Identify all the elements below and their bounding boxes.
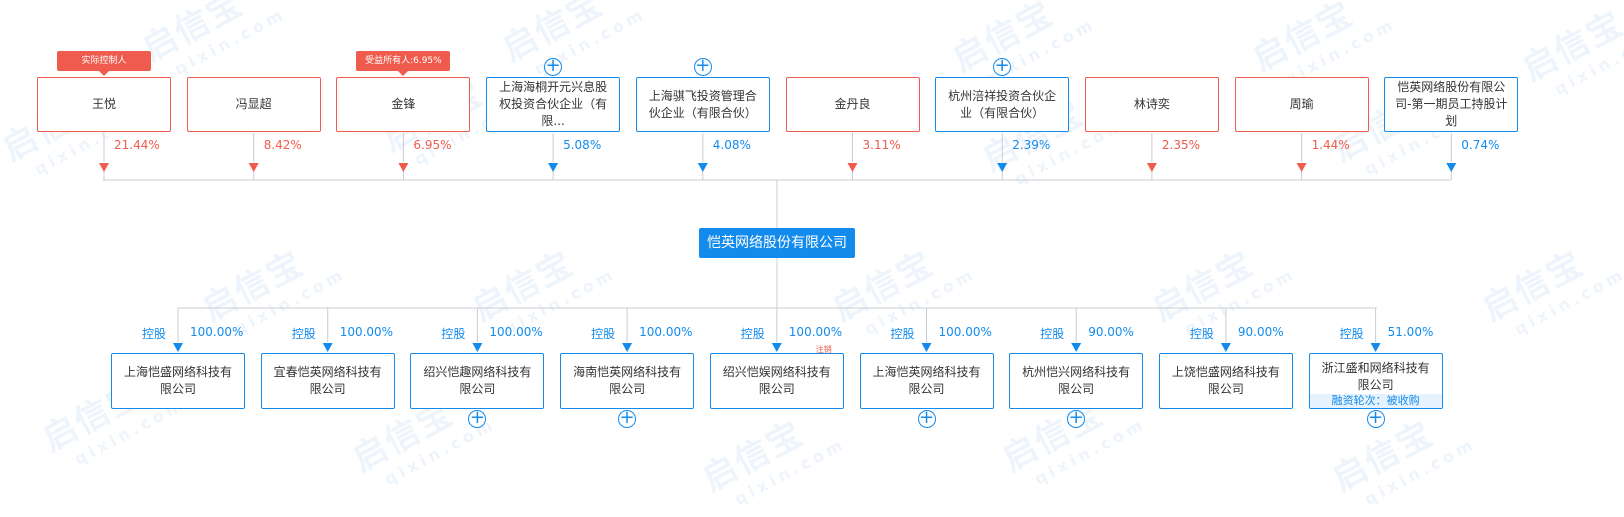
arrow-down-icon xyxy=(622,343,633,352)
subsidiary-percent: 90.00% xyxy=(1237,325,1284,339)
shareholder-tag: 实际控制人 xyxy=(57,51,151,76)
shareholding-percent: 4.08% xyxy=(712,138,751,152)
shareholder-node[interactable]: 金锋 xyxy=(336,77,471,132)
shareholder-name: 恺英网络股份有限公司-第一期员工持股计划 xyxy=(1395,80,1508,128)
subsidiary-percent: 51.00% xyxy=(1387,325,1434,339)
subsidiary-name: 杭州恺兴网络科技有限公司 xyxy=(1022,365,1131,396)
shareholding-percent: 21.44% xyxy=(114,138,160,152)
arrow-down-icon xyxy=(1071,343,1082,352)
holding-label: 控股 xyxy=(740,327,765,341)
shareholding-percent: 3.11% xyxy=(862,138,901,152)
shareholding-percent: 6.95% xyxy=(413,138,452,152)
shareholder-name: 冯显超 xyxy=(235,97,272,111)
subsidiary-percent: 100.00% xyxy=(339,325,394,339)
shareholder-node[interactable]: 王悦 xyxy=(37,77,171,132)
expand-plus-icon[interactable]: + xyxy=(917,407,936,428)
expand-plus-icon[interactable]: + xyxy=(1067,407,1086,428)
expand-plus-icon[interactable]: + xyxy=(693,55,712,76)
arrow-down-icon xyxy=(472,343,483,352)
holding-label: 控股 xyxy=(441,327,466,341)
financing-round-badge: 融资轮次：被收购 xyxy=(1309,394,1442,408)
shareholder-node[interactable]: 林诗奕 xyxy=(1084,77,1219,132)
shareholder-node[interactable]: 恺英网络股份有限公司-第一期员工持股计划 xyxy=(1384,77,1519,132)
expand-plus-icon[interactable]: + xyxy=(618,407,637,428)
holding-label: 控股 xyxy=(291,327,316,341)
shareholder-node[interactable]: 杭州涪祥投资合伙企业（有限合伙） xyxy=(935,77,1070,132)
arrow-down-icon xyxy=(248,163,259,172)
subsidiary-percent: 100.00% xyxy=(938,325,992,339)
subsidiary-percent: 90.00% xyxy=(1088,325,1134,339)
shareholding-percent: 2.39% xyxy=(1012,138,1051,152)
status-badge: 注销 xyxy=(815,345,832,354)
shareholder-name: 周瑜 xyxy=(1289,97,1314,111)
subsidiary-name: 宜春恺英网络科技有限公司 xyxy=(273,365,382,396)
holding-label: 控股 xyxy=(890,327,915,341)
arrow-down-icon xyxy=(1446,163,1457,172)
subsidiary-percent: 100.00% xyxy=(190,325,244,339)
subsidiary-name: 浙江盛和网络科技有限公司 xyxy=(1321,361,1430,392)
subsidiary-node[interactable]: 浙江盛和网络科技有限公司融资轮次：被收购 xyxy=(1308,353,1443,409)
shareholder-name: 王悦 xyxy=(91,97,116,111)
expand-plus-icon[interactable]: + xyxy=(468,407,487,428)
holding-label: 控股 xyxy=(1040,327,1065,341)
subsidiary-node[interactable]: 绍兴恺趣网络科技有限公司 xyxy=(410,353,545,409)
arrow-down-icon xyxy=(1296,163,1307,172)
shareholding-percent: 2.35% xyxy=(1161,138,1201,152)
shareholder-tag: 受益所有人:6.95% xyxy=(356,51,451,76)
shareholder-node[interactable]: 冯显超 xyxy=(186,77,321,132)
shareholder-node[interactable]: 上海骐飞投资管理合伙企业（有限合伙） xyxy=(635,77,770,132)
subsidiary-percent: 100.00% xyxy=(788,325,843,339)
subsidiary-node[interactable]: 绍兴恺娱网络科技有限公司 xyxy=(709,353,844,409)
subsidiary-node[interactable]: 上海恺盛网络科技有限公司 xyxy=(111,353,245,409)
arrow-down-icon xyxy=(697,163,708,172)
subsidiary-node[interactable]: 宜春恺英网络科技有限公司 xyxy=(260,353,395,409)
subsidiary-name: 上海恺盛网络科技有限公司 xyxy=(123,365,232,396)
subsidiary-name: 海南恺英网络科技有限公司 xyxy=(573,365,682,396)
shareholder-name: 金丹良 xyxy=(834,97,871,111)
arrow-down-icon xyxy=(322,343,333,352)
holding-label: 控股 xyxy=(1339,327,1364,341)
shareholder-name: 林诗奕 xyxy=(1133,97,1170,111)
subsidiary-node[interactable]: 上饶恺盛网络科技有限公司 xyxy=(1158,353,1293,409)
holding-label: 控股 xyxy=(142,327,167,341)
subsidiary-node[interactable]: 海南恺英网络科技有限公司 xyxy=(560,353,695,409)
shareholder-name: 上海骐飞投资管理合伙企业（有限合伙） xyxy=(648,88,757,120)
subsidiary-percent: 100.00% xyxy=(639,325,693,339)
shareholder-name: 杭州涪祥投资合伙企业（有限合伙） xyxy=(948,88,1057,120)
holding-label: 控股 xyxy=(1189,327,1214,341)
subsidiary-name: 上饶恺盛网络科技有限公司 xyxy=(1171,365,1280,396)
shareholder-node[interactable]: 金丹良 xyxy=(785,77,920,132)
arrow-down-icon xyxy=(921,343,932,352)
arrow-down-icon xyxy=(1146,163,1157,172)
shareholding-percent: 5.08% xyxy=(563,138,602,152)
subsidiary-node[interactable]: 上海恺英网络科技有限公司 xyxy=(859,353,994,409)
shareholder-node[interactable]: 上海海桐开元兴息股权投资合伙企业（有限... xyxy=(486,77,621,132)
subsidiary-name: 绍兴恺娱网络科技有限公司 xyxy=(722,365,831,396)
shareholding-percent: 0.74% xyxy=(1461,138,1500,152)
arrow-down-icon xyxy=(99,163,109,172)
arrow-down-icon xyxy=(548,163,559,172)
subsidiary-name: 上海恺英网络科技有限公司 xyxy=(872,365,981,396)
subsidiary-node[interactable]: 杭州恺兴网络科技有限公司 xyxy=(1009,353,1144,409)
expand-plus-icon[interactable]: + xyxy=(1366,407,1385,428)
subsidiary-percent: 100.00% xyxy=(489,325,543,339)
arrow-down-icon xyxy=(1220,343,1231,352)
subsidiary-name: 绍兴恺趣网络科技有限公司 xyxy=(423,365,532,396)
shareholder-node[interactable]: 周瑜 xyxy=(1234,77,1369,132)
center-company[interactable]: 恺英网络股份有限公司 xyxy=(699,228,855,258)
arrow-down-icon xyxy=(771,343,782,352)
shareholding-percent: 1.44% xyxy=(1311,138,1350,152)
shareholder-name: 金锋 xyxy=(391,97,416,111)
arrow-down-icon xyxy=(1370,343,1381,352)
holding-label: 控股 xyxy=(591,327,616,341)
shareholder-name: 上海海桐开元兴息股权投资合伙企业（有限... xyxy=(499,80,608,128)
expand-plus-icon[interactable]: + xyxy=(993,55,1012,76)
arrow-down-icon xyxy=(173,343,183,352)
expand-plus-icon[interactable]: + xyxy=(544,55,563,76)
arrow-down-icon xyxy=(997,163,1008,172)
arrow-down-icon xyxy=(847,163,858,172)
shareholding-percent: 8.42% xyxy=(263,138,302,152)
arrow-down-icon xyxy=(398,163,409,172)
